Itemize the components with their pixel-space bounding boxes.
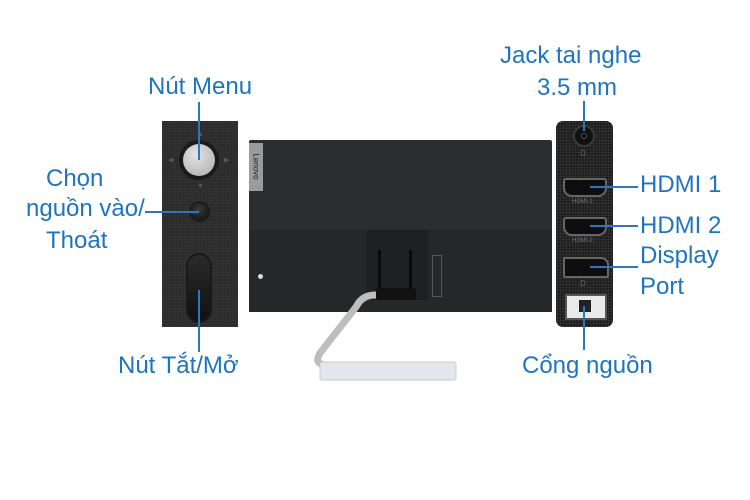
leader-line-power-button <box>198 290 200 352</box>
hdmi1-marking: HDMI-1 <box>572 199 593 205</box>
leader-line-displayport <box>590 266 638 268</box>
control-panel: ▲ ▼ ◀ ▶ <box>162 121 238 327</box>
displayport-port[interactable] <box>563 257 609 278</box>
label-hdmi1: HDMI 1 <box>640 171 722 198</box>
label-power-button: Nút Tắt/Mở <box>118 352 239 379</box>
brand-tag: Lenovo <box>249 143 263 191</box>
stand-collar <box>376 288 416 300</box>
leader-line-headphone <box>583 101 585 131</box>
led-indicator <box>258 274 263 279</box>
stand-hook-left <box>378 250 381 290</box>
power-port[interactable] <box>565 294 607 320</box>
headphone-jack[interactable] <box>575 127 593 145</box>
label-hdmi2: HDMI 2 <box>640 212 722 239</box>
power-button[interactable] <box>188 255 210 321</box>
stand-arm <box>314 291 408 369</box>
displayport-icon: D <box>580 279 586 288</box>
label-headphone-1: Jack tai nghe <box>500 42 642 69</box>
label-input-select-3: Thoát <box>46 227 108 254</box>
label-menu-button: Nút Menu <box>148 73 253 100</box>
port-panel: Ω HDMI-1 HDMI-2 D <box>556 121 613 327</box>
label-power-port: Cổng nguồn <box>522 352 653 379</box>
arrow-up-icon: ▲ <box>197 131 204 138</box>
rear-port-icons <box>432 255 442 297</box>
leader-line-menu <box>198 102 200 160</box>
hdmi2-marking: HDMI-2 <box>572 238 593 244</box>
label-headphone-2: 3.5 mm <box>537 74 618 101</box>
arrow-down-icon: ▼ <box>197 183 204 190</box>
hdmi2-port[interactable] <box>563 217 607 236</box>
label-displayport-1: Display <box>640 242 719 269</box>
brand-logo: Lenovo <box>251 153 261 180</box>
stand-base <box>319 361 457 381</box>
leader-line-hdmi2 <box>590 225 638 227</box>
monitor-stand <box>314 288 457 381</box>
leader-line-power-port <box>583 306 585 350</box>
arrow-left-icon: ◀ <box>168 157 174 164</box>
leader-line-input-select <box>145 211 199 213</box>
leader-line-hdmi1 <box>590 186 638 188</box>
label-displayport-2: Port <box>640 273 685 300</box>
input-select-button[interactable] <box>191 203 208 220</box>
arrow-right-icon: ▶ <box>224 157 230 164</box>
label-input-select-2: nguồn vào/ <box>26 195 145 222</box>
stand-hook-right <box>409 250 412 290</box>
label-input-select-1: Chọn <box>46 165 104 192</box>
hdmi1-port[interactable] <box>563 178 607 197</box>
headphone-icon: Ω <box>580 149 586 158</box>
